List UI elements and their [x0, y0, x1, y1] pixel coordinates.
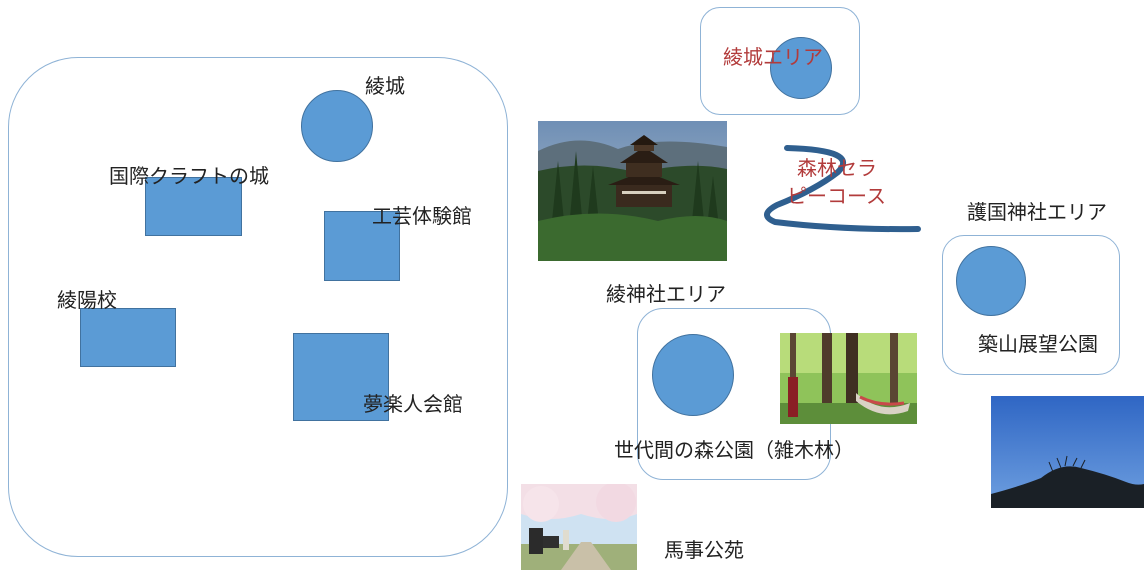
ryoyo-marker[interactable] — [80, 308, 176, 367]
gokoku-marker[interactable] — [956, 246, 1026, 316]
aya-shrine-area-label: 綾神社エリア — [606, 282, 726, 306]
forest-therapy-label-2: ピーコース — [787, 184, 886, 208]
ryojo-area-marker[interactable] — [770, 37, 832, 99]
ryoyo-label: 綾陽校 — [57, 288, 117, 312]
gokoku-area-frame — [942, 235, 1120, 375]
bajikoen-photo — [521, 484, 637, 570]
sedaikan-label: 世代間の森公園（雑木林） — [614, 438, 854, 462]
sky-photo — [991, 396, 1144, 508]
muraku-marker[interactable] — [293, 333, 389, 421]
bajikoen-label: 馬事公苑 — [664, 538, 744, 562]
muraku-label: 夢楽人会館 — [363, 392, 463, 416]
kokusai-craft-marker[interactable] — [145, 177, 242, 236]
tsukiyama-label: 築山展望公園 — [978, 332, 1098, 356]
ryojo-marker[interactable] — [301, 90, 373, 162]
castle-photo — [538, 121, 727, 261]
forest-therapy-label-1: 森林セラ — [797, 156, 877, 180]
kogei-marker[interactable] — [324, 211, 400, 281]
main-area-frame — [8, 57, 508, 557]
ryojo-label: 綾城 — [365, 74, 405, 98]
ryojo-area-frame — [700, 7, 860, 115]
kokusai-craft-label: 国際クラフトの城 — [109, 164, 269, 188]
forest-photo — [780, 333, 917, 424]
ryojo-area-label: 綾城エリア — [723, 45, 823, 69]
kogei-label: 工芸体験館 — [372, 204, 472, 228]
gokoku-area-label: 護国神社エリア — [967, 200, 1107, 224]
sedaikan-marker[interactable] — [652, 334, 734, 416]
